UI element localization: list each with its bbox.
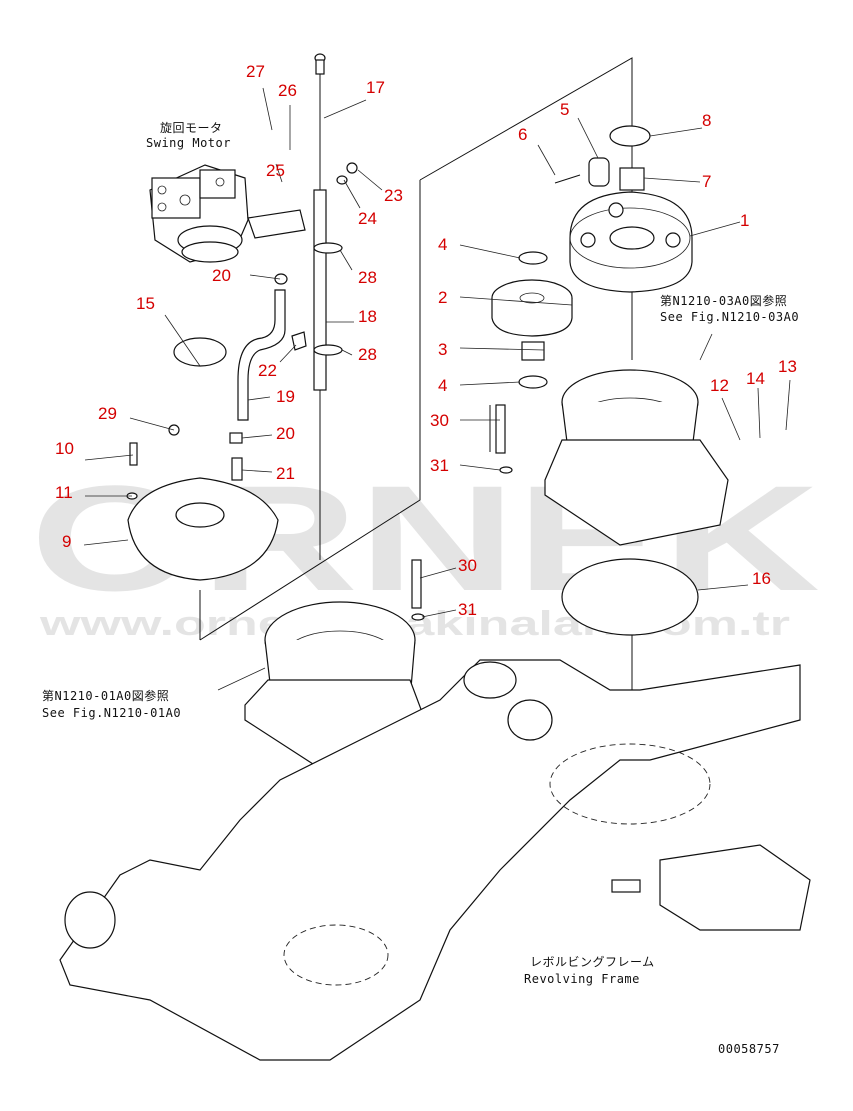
note-ref-03a0-en: See Fig.N1210-03A0 <box>660 310 799 324</box>
callout-30a: 30 <box>430 411 449 430</box>
note-ref-01a0-en: See Fig.N1210-01A0 <box>42 706 181 720</box>
callout-15: 15 <box>136 294 155 313</box>
callout-29: 29 <box>98 404 117 423</box>
callout-2: 2 <box>438 288 447 307</box>
callout-22: 22 <box>258 361 277 380</box>
note-frame-jp: レボルビングフレーム <box>530 955 655 969</box>
note-frame-en: Revolving Frame <box>524 972 640 986</box>
callout-11: 11 <box>55 483 73 502</box>
callout-24: 24 <box>358 209 377 228</box>
annotation-notes: 旋回モータ Swing Motor 第N1210-03A0図参照 See Fig… <box>42 121 799 1056</box>
callout-16: 16 <box>752 569 771 588</box>
swing-drive-plate <box>127 404 506 609</box>
callout-18: 18 <box>358 307 377 326</box>
note-ref-01a0-jp: 第N1210-01A0図参照 <box>42 688 169 703</box>
callout-1: 1 <box>740 211 749 230</box>
callout-3: 3 <box>438 340 447 359</box>
callout-8: 8 <box>702 111 711 130</box>
callout-20a: 20 <box>212 266 231 285</box>
callout-14: 14 <box>746 369 765 388</box>
callout-7: 7 <box>702 172 711 191</box>
oil-gauge <box>313 53 358 391</box>
callout-12: 12 <box>710 376 729 395</box>
callout-6: 6 <box>518 125 527 144</box>
callout-17: 17 <box>366 78 385 97</box>
note-swing-motor-en: Swing Motor <box>146 136 231 150</box>
callout-28a: 28 <box>358 268 377 287</box>
callout-23: 23 <box>384 186 403 205</box>
callout-26: 26 <box>278 81 297 100</box>
planetary-gear-set <box>491 157 693 361</box>
callout-28b: 28 <box>358 345 377 364</box>
callout-labels: 1 2 3 4 4 5 6 7 8 9 10 11 12 13 14 15 16… <box>55 62 797 619</box>
callout-4b: 4 <box>438 376 447 395</box>
callout-4a: 4 <box>438 235 447 254</box>
note-ref-03a0-jp: 第N1210-03A0図参照 <box>660 293 787 308</box>
drawing-number: 00058757 <box>718 1042 780 1056</box>
revolving-frame <box>59 659 811 1061</box>
swing-motor <box>149 164 306 263</box>
callout-9: 9 <box>62 532 71 551</box>
callout-19: 19 <box>276 387 295 406</box>
callout-13: 13 <box>778 357 797 376</box>
callout-10: 10 <box>55 439 74 458</box>
callout-30b: 30 <box>458 556 477 575</box>
drain-hose <box>168 273 307 481</box>
callout-25: 25 <box>266 161 285 180</box>
callout-31a: 31 <box>430 456 449 475</box>
callout-20b: 20 <box>276 424 295 443</box>
callout-27: 27 <box>246 62 265 81</box>
leader-lines <box>83 87 791 691</box>
callout-21: 21 <box>276 464 295 483</box>
note-swing-motor-jp: 旋回モータ <box>160 121 223 135</box>
swing-machinery-housing-upper <box>544 369 729 546</box>
callout-31b: 31 <box>458 600 477 619</box>
callout-5: 5 <box>560 100 569 119</box>
